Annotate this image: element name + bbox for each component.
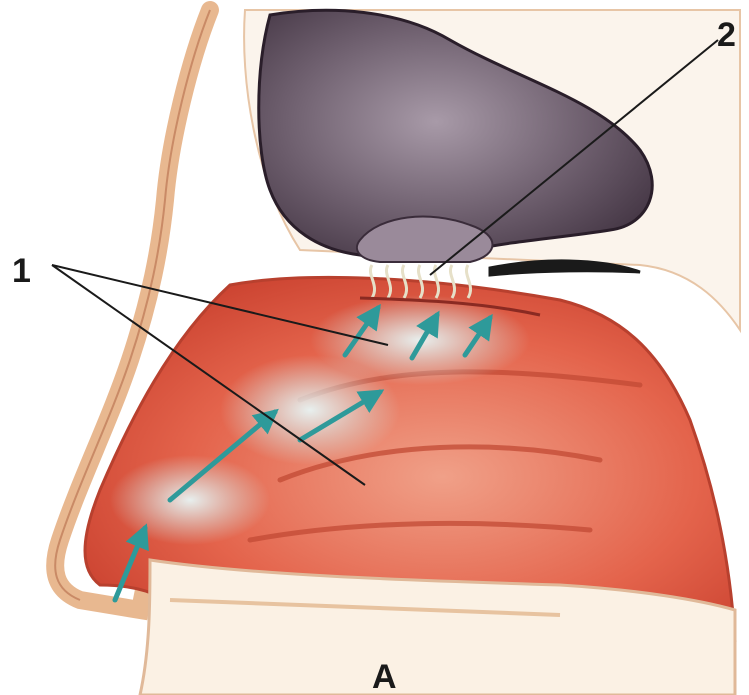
panel-letter: A [372, 658, 397, 695]
label-2: 2 [717, 16, 736, 54]
label-1: 1 [12, 252, 31, 290]
